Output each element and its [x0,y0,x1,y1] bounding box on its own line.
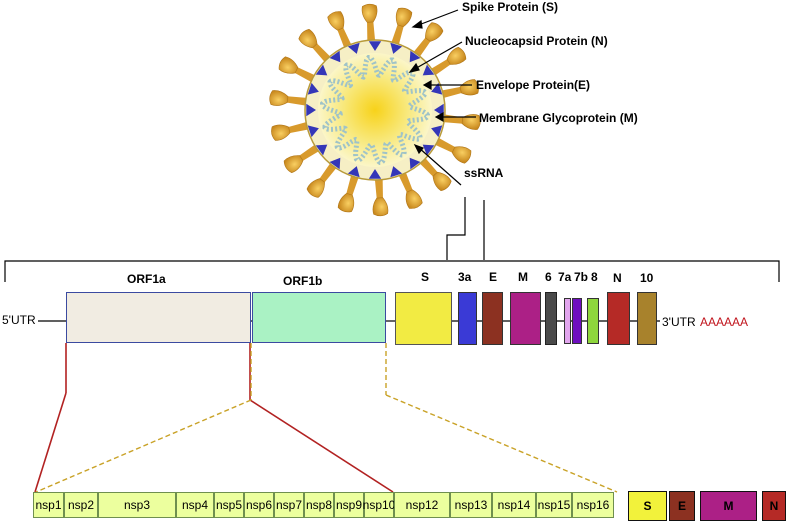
nsp6-box: nsp6 [244,492,274,518]
nsp2-box: nsp2 [64,492,98,518]
envelope-proteins [306,41,444,179]
spike-protein [269,90,310,107]
utr3-label: 3'UTR [662,315,696,329]
nsp5-box: nsp5 [214,492,244,518]
spike-protein [337,171,360,213]
envelope-protein-label: Envelope Protein(E) [476,78,591,92]
gene-7b-box [572,298,582,344]
spike-protein-label: Spike Protein (S) [462,0,559,14]
nsp9-box: nsp9 [334,492,364,518]
structural-s-box: S [628,491,667,521]
envelope-triangle [306,103,316,117]
gene-n-label: N [613,271,622,285]
label-arrows [408,9,476,186]
nsp15-box: nsp15 [536,492,572,518]
envelope-triangle [434,103,444,117]
gene-8-label: 8 [591,270,598,284]
envelope-triangle [347,42,360,54]
gene-6-box [545,292,557,345]
orf1b-label: ORF1b [283,274,323,288]
envelope-triangle [315,64,328,76]
nsp7-box: nsp7 [274,492,304,518]
envelope-triangle [307,125,319,138]
viral-core [318,53,432,167]
envelope-triangle [409,157,421,170]
nsp8-box: nsp8 [304,492,334,518]
orf1a-label: ORF1a [127,272,166,286]
spike-protein [271,121,312,141]
nsp12-box: nsp12 [394,492,450,518]
utr5-label: 5'UTR [2,313,36,327]
spike-proteins [269,3,481,217]
spike-protein [361,3,378,45]
gene-n-box [607,292,630,345]
gene-7a-box [564,298,571,344]
gene-3a-box [458,292,477,345]
spike-protein [440,113,481,130]
envelope-triangle [329,157,341,170]
envelope-triangle [422,144,435,156]
gene-6-label: 6 [545,270,552,284]
structural-m-box: M [700,491,757,521]
envelope-triangle [422,64,435,76]
spike-protein [390,7,413,49]
gene-10-label: 10 [640,271,654,285]
nsp14-box: nsp14 [492,492,536,518]
gene-e-label: E [489,270,498,284]
envelope-triangle [390,42,403,54]
gene-m-box [510,292,541,345]
gene-7b-label: 7b [574,270,589,284]
membrane-glycoprotein-label: Membrane Glycoprotein (M) [479,111,638,125]
structural-e-box: E [669,491,695,521]
envelope-triangle [329,50,341,63]
ssrna-coil [320,55,430,165]
gene-e-box [482,292,503,345]
envelope-triangle [368,41,382,51]
gene-s-box [395,292,452,345]
poly-a-tail: AAAAAA [700,315,749,329]
gene-7a-label: 7a [558,270,572,284]
spike-protein [397,169,423,209]
nsp3-box: nsp3 [98,492,176,518]
envelope-triangle [431,125,443,138]
spike-protein [372,175,389,217]
structural-n-box: N [762,491,786,521]
nucleocapsid-protein-label: Nucleocapsid Protein (N) [465,34,608,48]
nsp1-box: nsp1 [33,492,64,518]
gene-m-label: M [518,270,528,284]
envelope-triangle [347,166,360,178]
gene-10-box [637,292,657,345]
nsp10-box: nsp10 [363,492,395,518]
envelope-triangle [307,82,319,95]
nsp4-box: nsp4 [176,492,214,518]
gene-s-label: S [421,270,430,284]
orf1b-box [252,292,386,343]
envelope-triangle [431,82,443,95]
nsp13-box: nsp13 [450,492,492,518]
envelope-triangle [315,144,328,156]
zoom-connectors [34,343,618,493]
gene-3a-label: 3a [458,270,472,284]
orf1a-box [66,292,251,343]
nsp16-box: nsp16 [572,492,614,518]
ssrna-label: ssRNA [464,166,504,180]
envelope-triangle [390,166,403,178]
spike-protein [438,79,479,99]
envelope-triangle [409,50,421,63]
gene-8-box [587,298,599,344]
envelope-triangle [368,169,382,179]
spike-protein [327,11,353,51]
